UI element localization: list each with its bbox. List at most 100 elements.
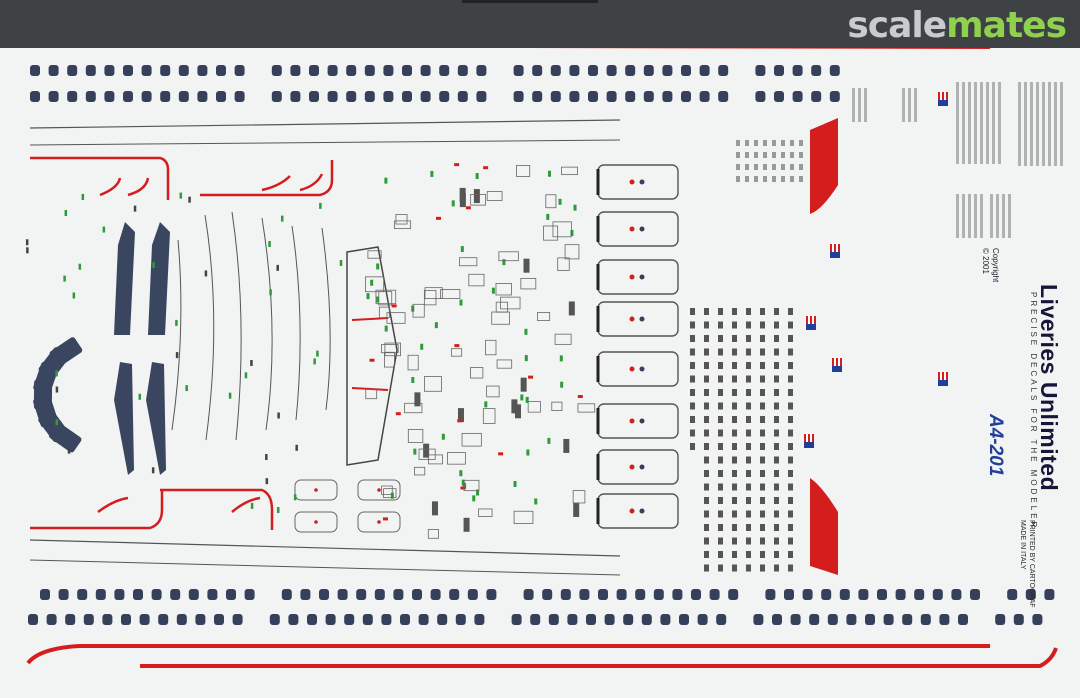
stencil-mark	[55, 370, 58, 377]
contour-line	[261, 217, 273, 431]
stencil-mark	[55, 419, 59, 426]
window-decal	[877, 589, 887, 600]
register-stripe	[1024, 82, 1027, 166]
placard	[527, 401, 541, 413]
placard	[367, 250, 382, 259]
window-decal	[635, 589, 646, 600]
window-decal	[95, 589, 106, 600]
register-stripe	[980, 82, 983, 164]
number-decal	[718, 308, 723, 315]
window-decal	[846, 614, 857, 625]
placard	[564, 244, 580, 260]
number-decal	[746, 497, 751, 504]
number-decal	[746, 389, 751, 396]
window-decal	[951, 589, 962, 600]
stencil-mark	[133, 205, 137, 212]
number-decal	[788, 456, 793, 464]
number-decal	[704, 416, 709, 423]
number-decal	[790, 176, 794, 182]
stencil-mark	[72, 292, 76, 299]
number-decal	[774, 335, 779, 342]
window-decal	[383, 91, 394, 102]
window-decal	[418, 614, 429, 625]
window-decal	[197, 65, 208, 76]
door-decal	[596, 164, 679, 200]
stencil-mark	[81, 193, 85, 200]
number-decal	[718, 335, 723, 342]
number-decal	[774, 416, 779, 423]
stencil-mark	[152, 262, 155, 269]
number-decal	[774, 551, 779, 558]
register-stripe	[962, 82, 965, 164]
placard	[459, 257, 478, 267]
window-decal	[197, 91, 208, 102]
window-decal	[623, 614, 634, 625]
red-stencil	[457, 419, 463, 423]
register-stripe	[914, 88, 917, 122]
contour-line	[291, 225, 301, 421]
number-decal	[690, 429, 695, 437]
window-decal	[83, 614, 94, 625]
window-decal	[542, 589, 553, 600]
number-decal	[788, 497, 793, 504]
window-decal	[1007, 589, 1018, 600]
window-decal	[755, 91, 766, 102]
register-stripe	[902, 88, 905, 122]
window-decal	[532, 91, 543, 102]
register-stripe	[974, 194, 977, 238]
placard	[424, 287, 443, 299]
number-decal	[788, 308, 793, 315]
number-decal	[704, 362, 709, 369]
placard-bar	[573, 502, 580, 517]
window-decal	[346, 65, 357, 76]
window-decal	[792, 91, 803, 102]
stencil-mark	[339, 259, 343, 266]
flag-decal	[938, 372, 948, 386]
number-decal	[718, 524, 723, 531]
stencil-mark	[524, 328, 528, 335]
stencil-mark	[524, 355, 528, 362]
number-decal	[718, 402, 723, 410]
window-decal	[606, 91, 617, 102]
placard-bar	[520, 377, 527, 392]
number-decal	[746, 416, 751, 423]
placard	[428, 454, 443, 465]
register-stripe	[956, 82, 959, 164]
number-decal	[774, 402, 779, 410]
window-decal	[827, 614, 838, 625]
window-decal	[67, 65, 78, 76]
window-decal	[65, 614, 76, 625]
placard	[407, 428, 424, 443]
number-decal	[760, 375, 765, 383]
window-decal	[774, 91, 784, 102]
brand-tagline: PRECISE DECALS FOR THE MODELER	[1029, 292, 1038, 531]
number-decal	[781, 152, 785, 158]
number-decal	[732, 429, 737, 437]
window-decal	[1025, 589, 1036, 600]
register-stripe	[908, 88, 911, 122]
red-stencil	[391, 304, 397, 308]
number-decal	[718, 321, 723, 329]
window-decal	[970, 589, 980, 600]
window-decal	[195, 614, 206, 625]
number-decal	[774, 321, 779, 329]
number-decal	[790, 164, 794, 170]
number-decal	[690, 402, 695, 410]
window-decal	[625, 65, 636, 76]
window-decal	[728, 589, 739, 600]
number-decal	[746, 470, 751, 477]
stencil-mark	[413, 448, 417, 455]
window-decal	[523, 589, 534, 600]
placard-bar	[463, 517, 470, 532]
placard	[577, 403, 596, 413]
number-decal	[746, 456, 751, 464]
placard	[412, 303, 425, 318]
window-decal	[513, 65, 524, 76]
stencil-mark	[546, 213, 550, 220]
stencil-mark	[513, 480, 517, 487]
number-decal	[718, 456, 723, 464]
window-decal	[28, 614, 38, 625]
number-decal	[718, 443, 723, 450]
stencil-mark	[502, 259, 506, 266]
placard	[557, 257, 570, 271]
